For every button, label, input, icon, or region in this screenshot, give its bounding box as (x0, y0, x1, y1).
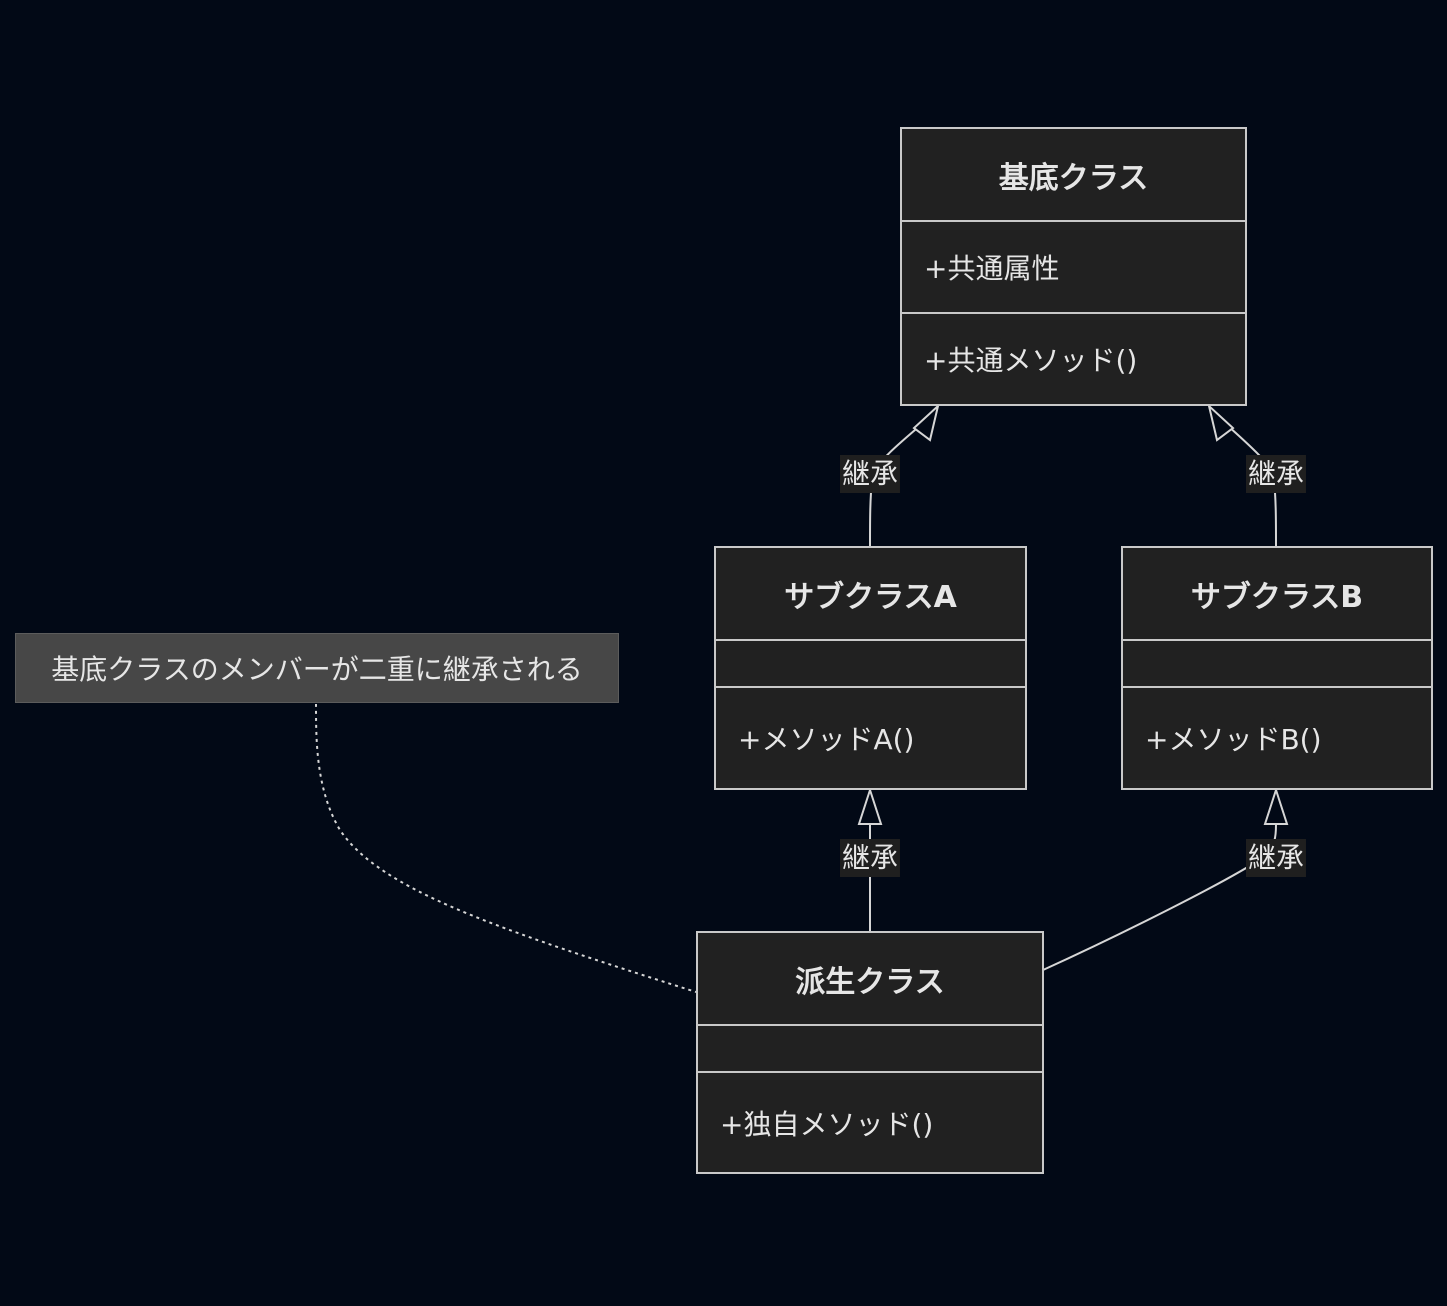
class-sub-a-attributes (716, 641, 1025, 688)
note[interactable]: 基底クラスのメンバーが二重に継承される (15, 633, 619, 703)
class-derived[interactable]: 派生クラス +独自メソッド() (696, 931, 1044, 1174)
class-sub-b-name: サブクラスB (1123, 548, 1431, 641)
edge-label-sub-b-to-base: 継承 (1245, 455, 1307, 493)
class-derived-attributes (698, 1026, 1042, 1073)
class-base-name: 基底クラス (902, 129, 1245, 222)
inheritance-arrowhead-icon (1263, 786, 1289, 825)
edge-derived-to-sub-b (1042, 823, 1277, 971)
class-base-attributes: +共通属性 (902, 222, 1245, 314)
inheritance-arrowhead-icon (857, 786, 883, 825)
class-sub-a-methods: +メソッドA() (738, 723, 915, 756)
class-sub-b-methods: +メソッドB() (1145, 723, 1322, 756)
edge-label-sub-a-to-base: 継承 (839, 455, 901, 493)
edge-label-derived-to-sub-b: 継承 (1245, 839, 1307, 877)
class-derived-name: 派生クラス (698, 933, 1042, 1026)
class-base[interactable]: 基底クラス +共通属性 +共通メソッド() (900, 127, 1247, 406)
class-sub-a[interactable]: サブクラスA +メソッドA() (714, 546, 1027, 790)
class-derived-methods: +独自メソッド() (720, 1107, 934, 1141)
class-sub-a-name: サブクラスA (716, 548, 1025, 641)
edge-label-derived-to-sub-a: 継承 (839, 839, 901, 877)
note-link (315, 703, 697, 993)
class-sub-b-attributes (1123, 641, 1431, 688)
class-base-methods: +共通メソッド() (924, 344, 1138, 377)
class-sub-b[interactable]: サブクラスB +メソッドB() (1121, 546, 1433, 790)
inheritance-arrowhead-icon (912, 403, 940, 442)
inheritance-arrowhead-icon (1207, 403, 1235, 442)
